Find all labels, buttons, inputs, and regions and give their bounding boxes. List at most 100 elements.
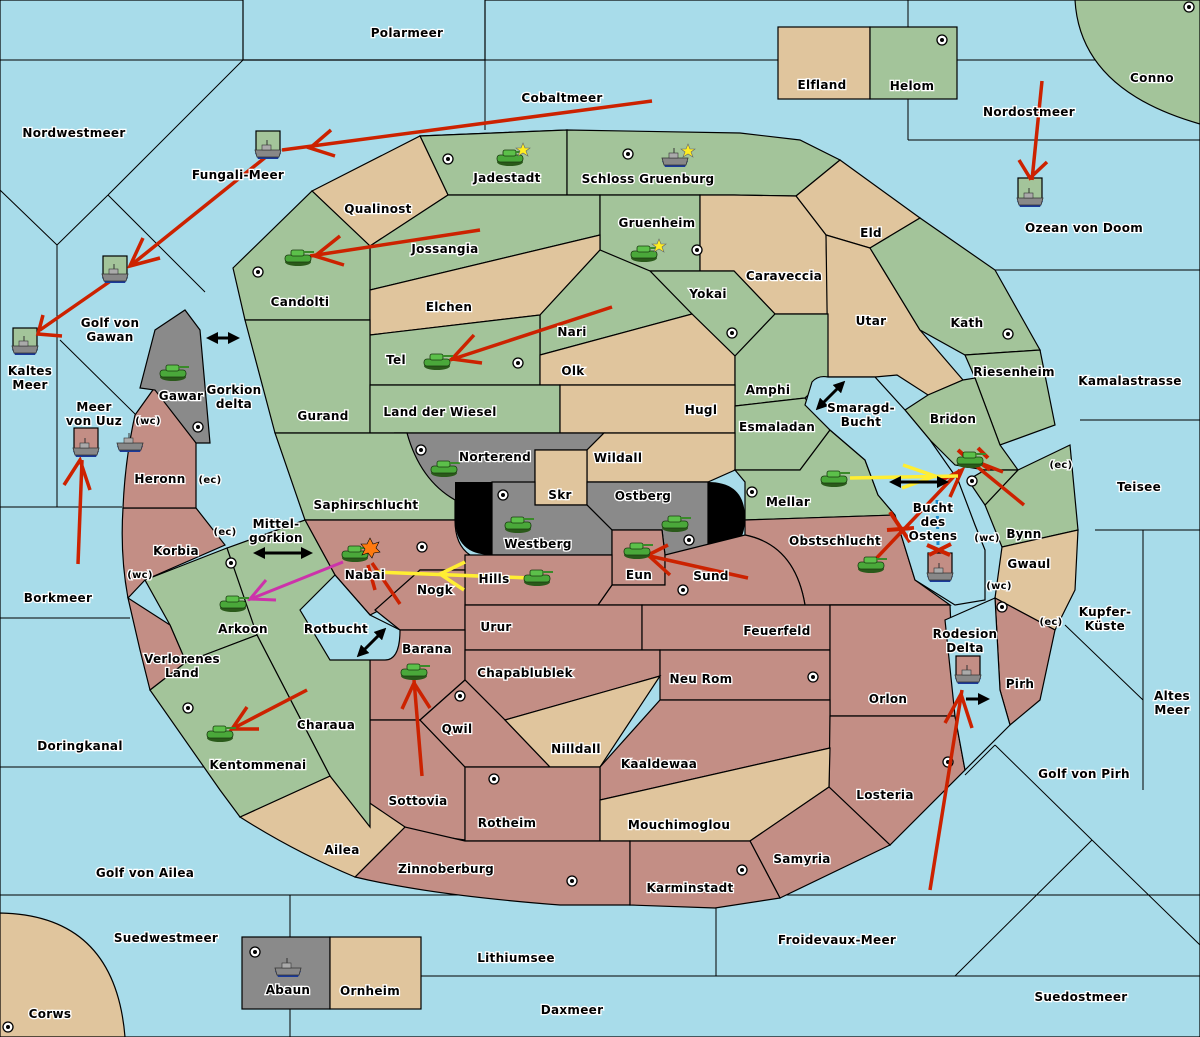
label-lithiumsee: Lithiumsee	[477, 951, 555, 965]
label-nordostmeer: Nordostmeer	[983, 105, 1075, 119]
label-jossangia: Jossangia	[410, 242, 478, 256]
label-gurand: Gurand	[297, 409, 348, 423]
label-karminstadt: Karminstadt	[646, 881, 733, 895]
coast-label-ec: (ec)	[213, 527, 236, 538]
label-line: Delta	[946, 641, 984, 655]
label-skr: Skr	[548, 488, 571, 502]
label-fungali-meer: Fungali-Meer	[192, 168, 284, 182]
label-nari: Nari	[557, 325, 586, 339]
move-order-arrows	[35, 80, 1049, 891]
supply-center-icon	[249, 946, 261, 958]
territory-skr	[534, 449, 588, 506]
label-kamalastrasse: Kamalastrasse	[1078, 374, 1181, 388]
continent	[121, 129, 1079, 909]
label-kentommenai: Kentommenai	[210, 758, 307, 772]
label-line: Gawan	[86, 330, 133, 344]
territory-riesenheim	[964, 349, 1056, 446]
supply-center-icon	[182, 702, 194, 714]
label-ornheim: Ornheim	[340, 984, 400, 998]
label-land-der-wiesel: Land der Wiesel	[383, 405, 496, 419]
label-cobaltmeer: Cobaltmeer	[521, 91, 602, 105]
coast-label-ec: (ec)	[1049, 460, 1072, 471]
supply-center-icon	[415, 444, 427, 456]
label-bridon: Bridon	[930, 412, 976, 426]
label-sottovia: Sottovia	[388, 794, 447, 808]
label-mouchimoglou: Mouchimoglou	[628, 818, 730, 832]
supply-center-icon	[454, 690, 466, 702]
label-bynn: Bynn	[1006, 527, 1041, 541]
supply-center-icon	[497, 489, 509, 501]
supply-center-icon	[746, 486, 758, 498]
label-caraveccia: Caraveccia	[746, 269, 822, 283]
supply-center-icon	[1002, 328, 1014, 340]
label-nabai: Nabai	[345, 568, 385, 582]
label-pirh: Pirh	[1006, 677, 1035, 691]
label-ozean-von-doom: Ozean von Doom	[1025, 221, 1143, 235]
label-line: delta	[216, 397, 252, 411]
label-feuerfeld: Feuerfeld	[743, 624, 810, 638]
label-elchen: Elchen	[426, 300, 472, 314]
label-doringkanal: Doringkanal	[37, 739, 123, 753]
label-line: des	[921, 515, 946, 529]
label-qwil: Qwil	[442, 722, 473, 736]
label-olk: Olk	[561, 364, 585, 378]
label-froidevaux-meer: Froidevaux-Meer	[778, 933, 896, 947]
label-line: Bucht	[913, 501, 954, 515]
label-ostberg: Ostberg	[615, 489, 671, 503]
supply-center-icon	[566, 875, 578, 887]
label-line: Rodesion	[933, 627, 998, 641]
territory-schloss-gruenburg	[566, 129, 842, 197]
supply-center-icon	[966, 475, 978, 487]
supply-center-icon	[996, 601, 1008, 613]
territory-conno	[1074, 0, 1200, 125]
label-conno: Conno	[1130, 71, 1174, 85]
label-eld: Eld	[860, 226, 882, 240]
supply-center-icon	[225, 557, 237, 569]
supply-center-icon	[192, 421, 204, 433]
coast-label-ec: (ec)	[1039, 617, 1062, 628]
label-line: Meer	[12, 378, 47, 392]
label-kaaldewaa: Kaaldewaa	[621, 757, 697, 771]
label-line: Smaragd-	[827, 401, 895, 415]
supply-center-icon	[252, 266, 264, 278]
label-helom: Helom	[890, 79, 935, 93]
supply-center-icon	[488, 773, 500, 785]
label-corws: Corws	[29, 1007, 72, 1021]
label-kupfer-kueste: Kupfer-Küste	[1079, 605, 1132, 633]
supply-center-icon	[726, 327, 738, 339]
label-borkmeer: Borkmeer	[24, 591, 92, 605]
coast-label-wc: (wc)	[135, 416, 161, 427]
label-ailea: Ailea	[324, 843, 359, 857]
label-orlon: Orlon	[869, 692, 908, 706]
label-amphi: Amphi	[746, 383, 791, 397]
label-nordwestmeer: Nordwestmeer	[22, 126, 125, 140]
label-chapablublek: Chapablublek	[477, 666, 574, 680]
label-mellar: Mellar	[766, 495, 810, 509]
label-kath: Kath	[951, 316, 984, 330]
supply-center-icon	[442, 153, 454, 165]
label-tel: Tel	[386, 353, 406, 367]
label-line: Altes	[1154, 689, 1190, 703]
supply-center-icon	[677, 584, 689, 596]
territory-korbia	[121, 507, 226, 600]
label-line: Verlorenes	[144, 652, 220, 666]
label-candolti: Candolti	[271, 295, 330, 309]
coast-label-wc: (wc)	[974, 533, 1000, 544]
labels: Polarmeer Cobaltmeer Nordwestmeer Fungal…	[7, 25, 1191, 1023]
label-line: Ostens	[909, 529, 958, 543]
label-line: Küste	[1085, 619, 1125, 633]
label-jadestadt: Jadestadt	[472, 171, 540, 185]
coast-label-wc: (wc)	[986, 581, 1012, 592]
label-gawar: Gawar	[159, 389, 204, 403]
supply-center-icon	[683, 534, 695, 546]
label-golf-von-ailea: Golf von Ailea	[96, 866, 194, 880]
label-line: Meer	[76, 400, 111, 414]
label-utar: Utar	[856, 314, 887, 328]
supply-center-icon	[736, 864, 748, 876]
units	[11, 139, 1044, 978]
